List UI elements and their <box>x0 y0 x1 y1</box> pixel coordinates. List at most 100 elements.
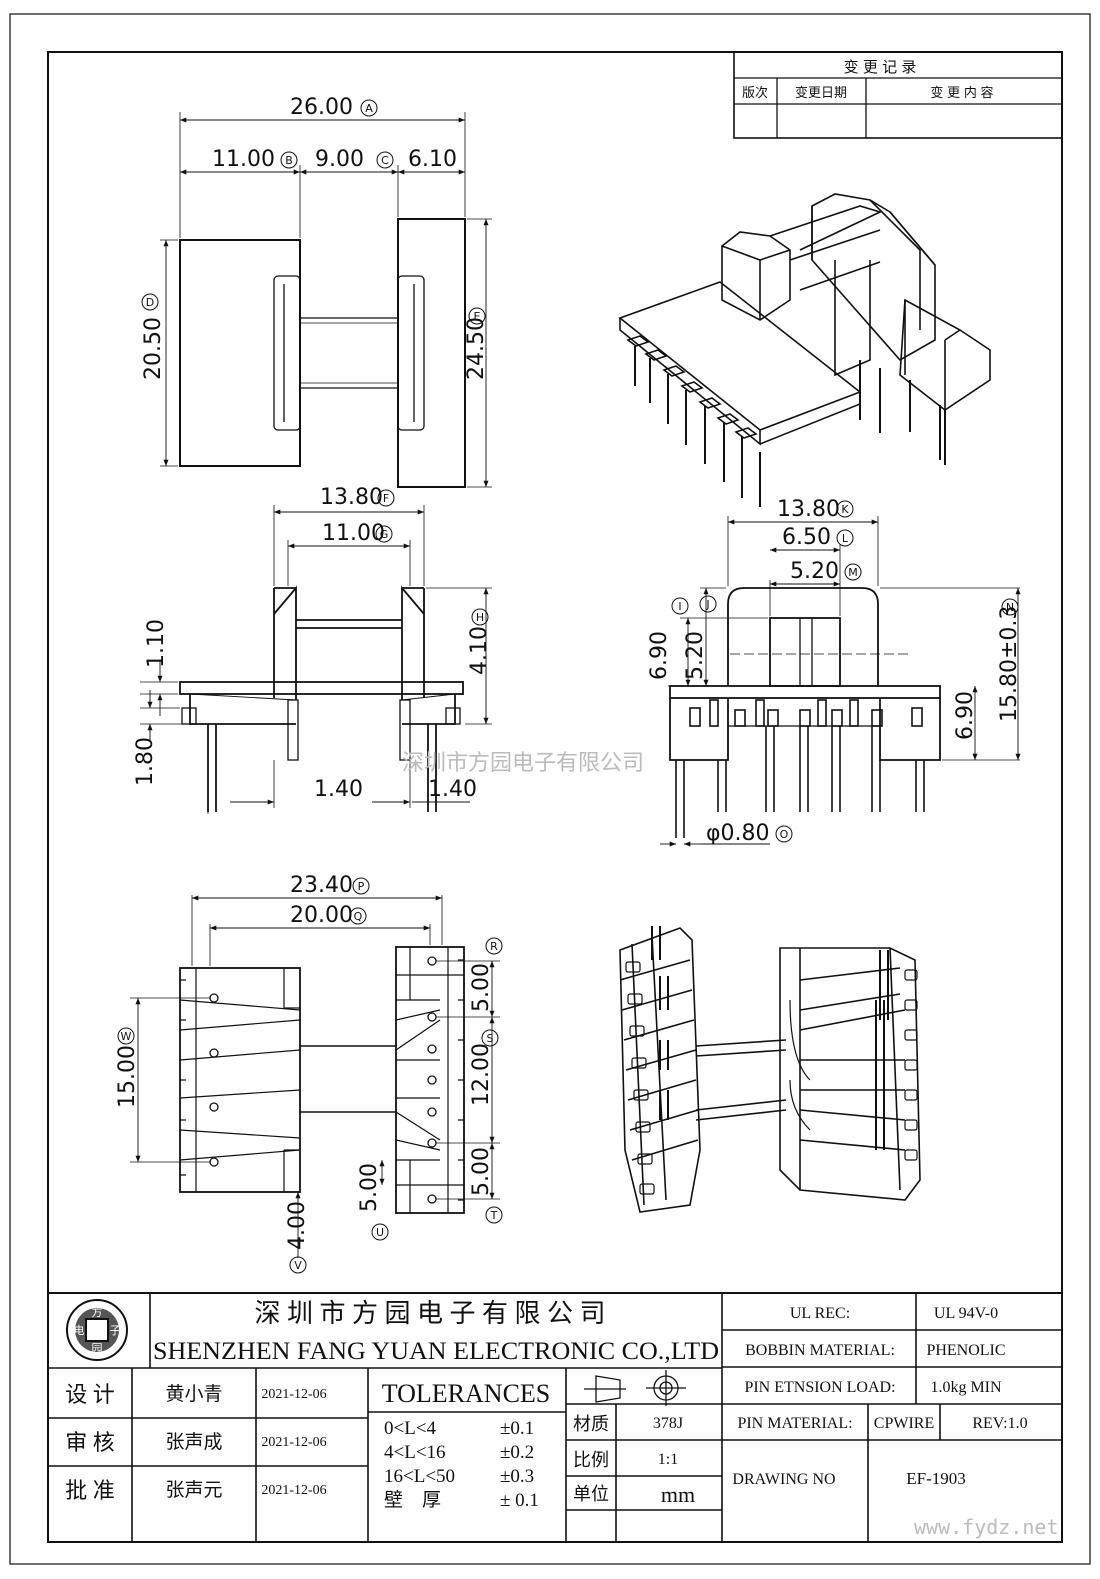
tag-F: F <box>383 492 389 505</box>
dim-G: 11.00 <box>322 521 385 546</box>
dim-S: 12.00 <box>469 1043 494 1106</box>
tag-L: L <box>842 532 849 545</box>
front-view <box>140 505 492 814</box>
dim-L: 6.50 <box>782 525 831 550</box>
tag-D: D <box>146 296 154 309</box>
revision-table: 变 更 记 录 版次 变更日期 变 更 内 容 <box>733 51 1063 139</box>
pin-material-label: PIN MATERIAL: <box>737 1415 852 1432</box>
date-design: 2021-12-06 <box>261 1387 326 1402</box>
iso-view-top <box>618 193 991 507</box>
role-approve: 批 准 <box>65 1478 115 1503</box>
tag-Q: Q <box>354 910 363 923</box>
dim-B: 11.00 <box>212 147 275 172</box>
dim-s1: 1.10 <box>144 619 169 668</box>
dim-M: 5.20 <box>790 559 839 584</box>
dim-r3: 6.90 <box>953 691 978 740</box>
dim-Q: 20.00 <box>290 903 353 928</box>
dim-b1: 5.00 <box>469 963 494 1012</box>
logo-char-bottom: 园 <box>92 1342 103 1355</box>
iso-view-bottom <box>619 926 921 1213</box>
tag-W: W <box>121 1030 132 1043</box>
site-url: www.fydz.net <box>914 1515 1059 1539</box>
logo-char-right: 子 <box>110 1324 121 1337</box>
dim-F: 13.80 <box>320 485 383 510</box>
name-design: 黄小青 <box>165 1383 222 1405</box>
tag-N: N <box>1006 601 1014 614</box>
tag-S: S <box>487 1032 494 1045</box>
outer-frame <box>9 13 1091 1565</box>
date-review: 2021-12-06 <box>261 1435 326 1450</box>
role-design: 设 计 <box>65 1382 115 1407</box>
dim-D: 20.50 <box>141 317 166 380</box>
tag-C: C <box>381 154 389 167</box>
side-view-pins <box>675 699 925 838</box>
tag-T: T <box>490 1209 498 1222</box>
tag-J: J <box>705 598 709 611</box>
ul-rec-value: UL 94V-0 <box>934 1305 998 1322</box>
role-review: 审 核 <box>65 1430 115 1455</box>
date-approve: 2021-12-06 <box>261 1483 326 1498</box>
dim-A: 26.00 <box>290 95 353 120</box>
revision-label: REV:1.0 <box>972 1415 1027 1432</box>
tol-range-1: 0<L<4 <box>384 1418 437 1439</box>
revision-col-date: 变更日期 <box>795 85 847 101</box>
tag-B: B <box>285 154 293 167</box>
revision-title: 变 更 记 录 <box>844 58 917 76</box>
tag-K: K <box>841 503 849 516</box>
dim-U: 5.00 <box>357 1163 382 1212</box>
material-label: 材质 <box>573 1414 609 1434</box>
ul-rec-label: UL REC: <box>790 1305 850 1322</box>
logo-char-top: 方 <box>92 1305 103 1319</box>
tol-value-4: ± 0.1 <box>500 1490 539 1511</box>
watermark: 深圳市方园电子有限公司 <box>402 751 644 776</box>
pin-material-value: CPWIRE <box>874 1415 934 1432</box>
front-view-labels: 13.80 F 11.00 G 4.10 H 1.10 1.80 1.40 1.… <box>133 485 492 802</box>
bobbin-material-value: PHENOLIC <box>926 1342 1005 1359</box>
dim-s2: 1.80 <box>133 737 158 786</box>
dim-K: 13.80 <box>777 497 840 522</box>
company-name-cn: 深 圳 市 方 园 电 子 有 限 公 司 <box>254 1299 605 1328</box>
side-view <box>660 516 1021 847</box>
tol-value-3: ±0.3 <box>500 1466 534 1487</box>
tol-value-1: ±0.1 <box>500 1418 534 1439</box>
unit-label: 单位 <box>573 1484 609 1504</box>
name-approve: 张声元 <box>165 1479 222 1501</box>
tol-range-4: 壁 厚 <box>384 1489 441 1511</box>
tol-range-2: 4<L<16 <box>384 1442 446 1463</box>
bobbin-material-label: BOBBIN MATERIAL: <box>745 1342 895 1359</box>
dim-O: φ0.80 <box>706 821 770 846</box>
tag-R: R <box>490 940 498 953</box>
dim-c2: 6.10 <box>408 147 457 172</box>
title-block-text: 深 圳 市 方 园 电 子 有 限 公 司 SHENZHEN FANG YUAN… <box>65 1299 1027 1511</box>
tag-I: I <box>678 600 681 613</box>
dim-E: 24.50 <box>464 317 489 380</box>
unit-value: mm <box>661 1482 695 1507</box>
dim-b2: 5.00 <box>469 1147 494 1196</box>
dim-P: 23.40 <box>290 873 353 898</box>
tag-E: E <box>474 310 481 323</box>
scale-value: 1:1 <box>658 1451 678 1468</box>
tag-H: H <box>476 611 484 624</box>
drawing-no-value: EF-1903 <box>906 1469 966 1488</box>
company-logo: 方 电 子 园 <box>66 1299 128 1361</box>
logo-char-left: 电 <box>74 1324 85 1337</box>
tag-G: G <box>380 528 389 541</box>
dim-s3: 1.40 <box>314 777 363 802</box>
dim-r2: 5.20 <box>683 631 708 680</box>
tag-P: P <box>358 880 365 893</box>
company-name-en: SHENZHEN FANG YUAN ELECTRONIC CO.,LTD <box>153 1338 719 1365</box>
dim-H: 4.10 <box>467 626 492 675</box>
tag-V: V <box>294 1259 302 1272</box>
tol-range-3: 16<L<50 <box>384 1466 455 1487</box>
dim-s4: 1.40 <box>428 777 477 802</box>
dim-W: 15.00 <box>115 1045 140 1108</box>
top-view <box>160 112 492 488</box>
revision-col-content: 变 更 内 容 <box>930 85 993 101</box>
side-view-labels: 13.80 K 6.50 L 5.20 M I J 6.90 5.20 15.8… <box>647 497 1022 846</box>
tolerances-title: TOLERANCES <box>382 1379 551 1408</box>
bottom-view <box>130 895 500 1258</box>
tag-O: O <box>780 828 789 841</box>
tag-M: M <box>848 566 858 579</box>
pin-load-label: PIN ETNSION LOAD: <box>744 1379 895 1396</box>
